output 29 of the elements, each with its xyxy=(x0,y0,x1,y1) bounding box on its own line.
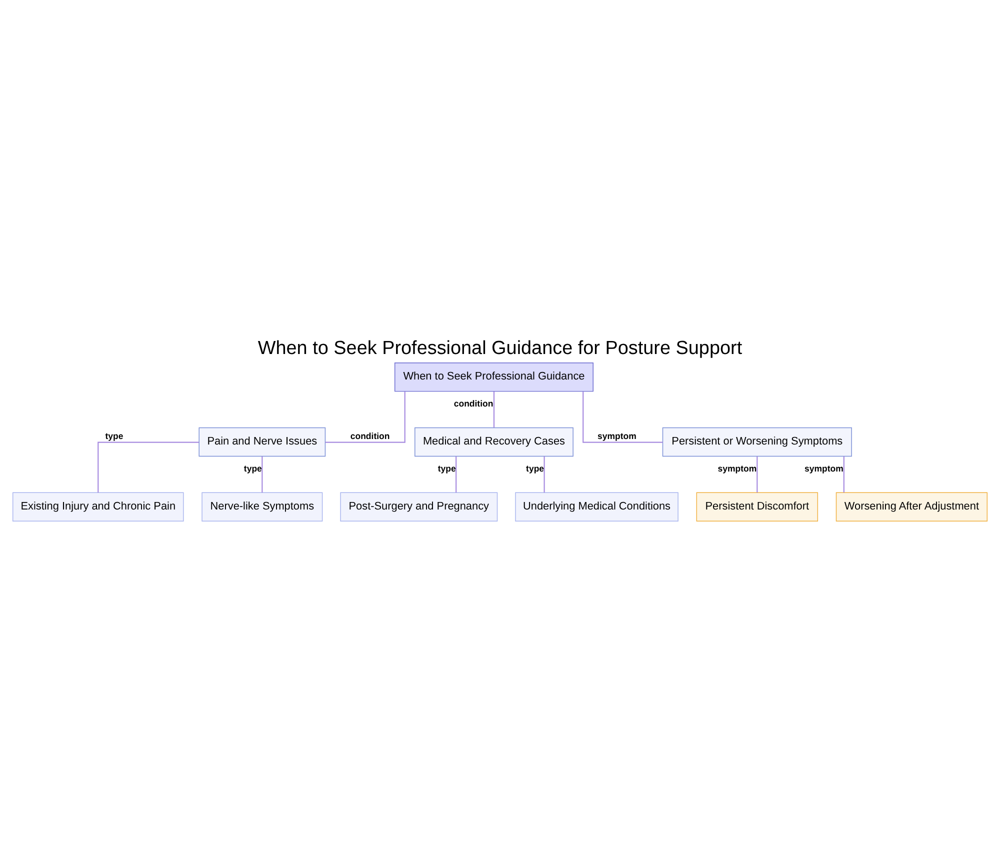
edge-label: type xyxy=(438,462,456,473)
edge-label: type xyxy=(526,462,544,473)
connector xyxy=(582,391,663,442)
node-box: Medical and Recovery Cases xyxy=(414,426,574,456)
diagram-title: When to Seek Professional Guidance for Posture Support xyxy=(258,337,742,358)
node-box: Existing Injury and Chronic Pain xyxy=(12,492,184,521)
connector xyxy=(262,456,263,492)
node-box: Persistent or Worsening Symptoms xyxy=(662,426,852,456)
connector xyxy=(756,456,758,492)
edge-label: symptom xyxy=(804,462,844,473)
edge-label: type xyxy=(244,462,262,473)
edge-label: type xyxy=(105,430,124,441)
connector xyxy=(493,391,495,428)
connector xyxy=(456,456,457,492)
node-box: When to Seek Professional Guidance xyxy=(394,362,594,392)
connector xyxy=(843,456,844,492)
connector xyxy=(544,456,545,492)
edge-label: condition xyxy=(454,398,494,408)
edge-label: condition xyxy=(350,430,390,441)
node-box: Worsening After Adjustment xyxy=(836,492,988,521)
node-box: Underlying Medical Conditions xyxy=(515,492,678,521)
edge-label: symptom xyxy=(598,430,636,441)
node-box: Pain and Nerve Issues xyxy=(198,426,326,456)
node-box: Post-Surgery and Pregnancy xyxy=(340,492,498,521)
node-box: Nerve-like Symptoms xyxy=(202,492,323,521)
connector xyxy=(98,441,199,492)
node-box: Persistent Discomfort xyxy=(696,492,818,521)
edge-label: symptom xyxy=(718,462,757,473)
connector xyxy=(325,391,406,442)
